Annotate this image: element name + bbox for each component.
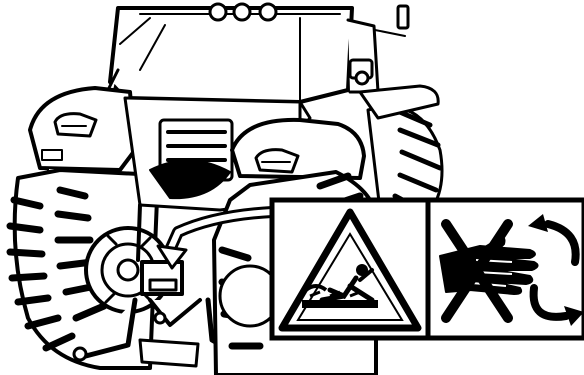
safety-label xyxy=(272,200,584,338)
left-fender xyxy=(30,88,135,177)
